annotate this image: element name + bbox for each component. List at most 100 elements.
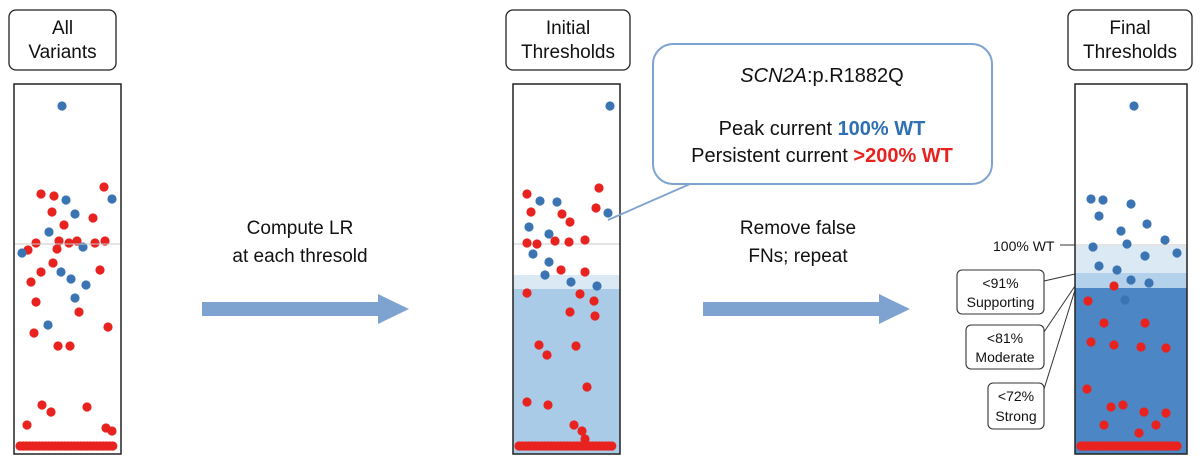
variant-dot-red [532, 239, 542, 249]
threshold-label-strong-level: Strong [995, 408, 1036, 424]
panel-frame [13, 83, 122, 455]
variant-dot-red [526, 207, 536, 217]
variant-dot-red [90, 238, 100, 248]
threshold-label-moderate-level: Moderate [975, 349, 1034, 365]
variant-dot-red [589, 296, 599, 306]
variant-dot-red [564, 237, 574, 247]
variant-dot-red [31, 238, 41, 248]
variant-dot-red [565, 217, 575, 227]
variant-dot-blue [1129, 101, 1139, 111]
variant-dot-blue [540, 270, 550, 280]
callout-peak-value: 100% WT [838, 118, 926, 140]
variant-dot-blue [1140, 251, 1150, 261]
variant-dot-red [1118, 400, 1128, 410]
variant-dot-blue [1172, 248, 1182, 258]
threshold-label-moderate-value: <81% [987, 330, 1023, 346]
variant-dots [514, 101, 617, 451]
variant-dot-red [100, 236, 110, 246]
variant-dot-red [103, 322, 113, 332]
variant-dots [1076, 101, 1182, 451]
variant-dot-red [1099, 420, 1109, 430]
panel-initial-thresholds: Initial Thresholds SCN2A:p.R1882Q Peak c… [505, 9, 993, 455]
variant-dot-red [47, 207, 57, 217]
step-text-line2: FNs; repeat [748, 246, 848, 267]
variant-dot-red [1140, 318, 1150, 328]
variant-dot-red [37, 400, 47, 410]
variant-dot-blue [1094, 261, 1104, 271]
panel-title-line2: Variants [28, 42, 96, 63]
variant-dot-blue [70, 209, 80, 219]
panel-frame [512, 83, 621, 455]
variant-dot-red [580, 434, 590, 444]
variant-dot-red [522, 397, 532, 407]
variant-dot-red [591, 203, 601, 213]
callout-persistent-line: Persistent current >200% WT [691, 145, 953, 167]
variant-dot-red [1106, 402, 1116, 412]
variant-dot-red [1151, 420, 1161, 430]
threshold-label-box [956, 269, 1045, 315]
panel-title-line1: Final [1109, 18, 1150, 39]
variant-dot-blue [44, 227, 54, 237]
variant-dot-red [590, 311, 600, 321]
callout-persistent-value: >200% WT [853, 145, 952, 167]
variant-dot-red [1083, 296, 1093, 306]
variant-dot-blue [1126, 275, 1136, 285]
panel-all-variants: All Variants [8, 9, 122, 455]
variant-dot-red [575, 289, 585, 299]
variant-dot-blue [1112, 265, 1122, 275]
variant-dot-red [1082, 384, 1092, 394]
variant-dot-red [82, 402, 92, 412]
panel-final-thresholds: Final Thresholds 100% WT <91% Supporting… [956, 9, 1193, 455]
variant-dot-blue [81, 280, 91, 290]
step-text-line2: at each thresold [232, 246, 367, 267]
variant-dot-red [59, 220, 69, 230]
threshold-label-strong-value: <72% [998, 388, 1034, 404]
variant-dot-red [1086, 337, 1096, 347]
variant-dot-blue [1088, 242, 1098, 252]
variant-dot-red [580, 267, 590, 277]
panel-title-line2: Thresholds [521, 42, 615, 63]
threshold-label-wt: 100% WT [993, 238, 1055, 254]
panel-title-box [1067, 9, 1193, 71]
variant-dot-red [48, 258, 58, 268]
variant-dot-red [577, 426, 587, 436]
variant-dot-blue [43, 320, 53, 330]
threshold-band-strong [1075, 288, 1187, 454]
variant-dot-red [29, 328, 39, 338]
variant-dot-blue [1094, 211, 1104, 221]
variant-dot-blue [56, 267, 66, 277]
variant-dot-red [571, 341, 581, 351]
variant-dot-red [543, 400, 553, 410]
variant-dot-red [607, 441, 617, 451]
variant-dot-red [522, 189, 532, 199]
variant-dot-blue [66, 274, 76, 284]
variant-dot-blue [592, 281, 602, 291]
variant-dot-blue [1098, 195, 1108, 205]
variant-dot-red [1109, 340, 1119, 350]
variant-dot-red [557, 209, 567, 219]
variant-dot-red [36, 189, 46, 199]
panel-title-box [8, 9, 117, 71]
arrow-right-icon [703, 294, 910, 324]
step-text-line1: Compute LR [247, 218, 354, 239]
variant-dot-red [52, 244, 62, 254]
variant-dot-blue [552, 197, 562, 207]
variant-dot-red [65, 341, 75, 351]
callout-peak-line: Peak current 100% WT [719, 118, 926, 140]
panel-title-line1: All [52, 18, 73, 39]
variant-dot-red [1136, 342, 1146, 352]
variant-dot-red [534, 340, 544, 350]
variant-dot-red [95, 265, 105, 275]
variant-dot-blue [17, 248, 27, 258]
variant-dot-red [565, 307, 575, 317]
threshold-label-supporting-level: Supporting [967, 294, 1035, 310]
variant-dot-red [1134, 428, 1144, 438]
variant-dot-red [99, 182, 109, 192]
callout-pointer [607, 183, 691, 221]
panel-title-box [505, 9, 631, 71]
variant-dot-blue [528, 249, 538, 259]
variant-dot-red [54, 236, 64, 246]
leader-line [1043, 285, 1076, 333]
variant-dot-blue [1160, 235, 1170, 245]
